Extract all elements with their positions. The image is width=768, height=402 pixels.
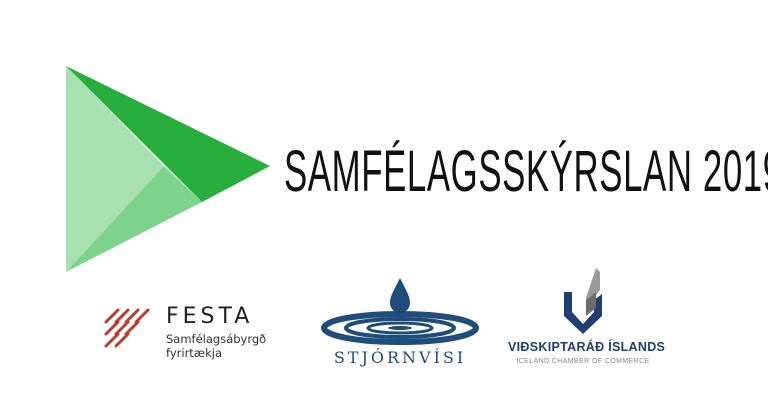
page-title: SAMFÉLAGSSKÝRSLAN 2019	[284, 139, 768, 204]
festa-logo: FESTA Samfélagsábyrgð fyrirtækja	[104, 298, 294, 368]
stjornvisi-logo: STJÓRNVÍSI	[320, 276, 480, 376]
festa-name: FESTA	[166, 304, 254, 329]
festa-subtitle: Samfélagsábyrgð fyrirtækja	[166, 332, 286, 360]
festa-stripes-icon	[104, 308, 150, 348]
festa-subtitle-line2: fyrirtækja	[166, 346, 223, 360]
triangle-mid	[66, 166, 202, 272]
vidskiptarad-emblem-icon	[564, 268, 602, 334]
stjornvisi-name: STJÓRNVÍSI	[333, 348, 467, 367]
vidskiptarad-name: VIÐSKIPTARÁÐ ÍSLANDS	[508, 340, 666, 354]
vidskiptarad-subtitle: ICELAND CHAMBER OF COMMERCE	[516, 358, 650, 365]
triangle-dark	[66, 66, 270, 202]
triangle-light	[66, 66, 164, 272]
play-triangle-logo	[66, 66, 272, 277]
vidskiptarad-logo: VIÐSKIPTARÁÐ ÍSLANDS ICELAND CHAMBER OF …	[508, 268, 666, 368]
festa-subtitle-line1: Samfélagsábyrgð	[166, 332, 267, 346]
water-drop-ripple-icon	[321, 278, 479, 345]
